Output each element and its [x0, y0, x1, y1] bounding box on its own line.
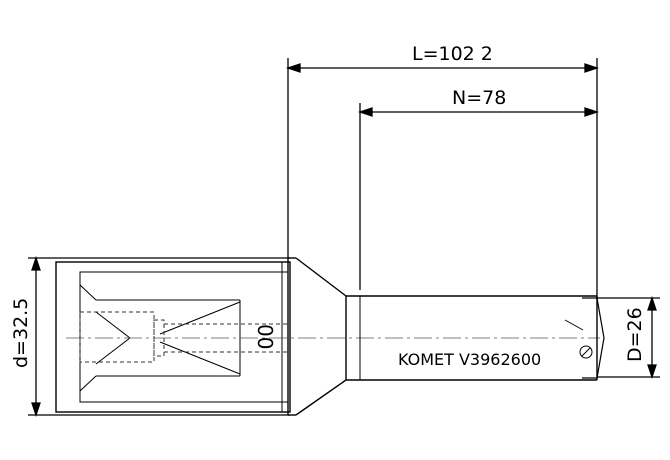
arrowhead-D-top	[647, 295, 657, 311]
arrowhead-left	[285, 63, 301, 73]
dimension-drill-length	[357, 103, 600, 290]
flat-diagonal-3	[95, 311, 131, 339]
neck-taper-bottom-slope	[295, 379, 347, 416]
dimension-overall-length	[285, 58, 600, 300]
cutting-edge-mark	[564, 319, 584, 331]
drill-body	[346, 295, 605, 381]
dimension-drill-diameter	[597, 295, 660, 380]
flat-diagonal-1	[159, 301, 241, 335]
clamp-taper-bottom	[79, 375, 97, 392]
neck-taper-top-slope	[295, 257, 347, 297]
arrowhead-d-bottom	[31, 402, 41, 418]
insert-screw	[579, 345, 593, 359]
shank-marking: 00	[253, 324, 277, 349]
coolant-bore	[79, 311, 155, 363]
arrowhead-D-bottom	[647, 364, 657, 380]
dimension-shank-diameter	[28, 255, 290, 418]
clamp-taper-top	[79, 284, 97, 301]
drill-diameter-label: D=26	[624, 307, 646, 362]
drill-length-label: N=78	[452, 87, 506, 109]
flat-diagonal-4	[95, 337, 131, 365]
arrowhead-right	[584, 63, 600, 73]
shank-diameter-label: d=32.5	[10, 298, 32, 368]
flat-diagonal-2	[159, 341, 241, 375]
body-marking: KOMET V3962600	[398, 350, 541, 369]
arrowhead-n-right	[584, 107, 600, 117]
insert-tip	[582, 297, 605, 379]
arrowhead-d-top	[31, 255, 41, 271]
overall-length-label: L=102 2	[412, 43, 493, 65]
insert-screw-slot	[581, 347, 591, 357]
shank-outline	[55, 261, 291, 413]
arrowhead-n-left	[357, 107, 373, 117]
shank	[55, 258, 291, 415]
taper-neck	[288, 257, 347, 416]
